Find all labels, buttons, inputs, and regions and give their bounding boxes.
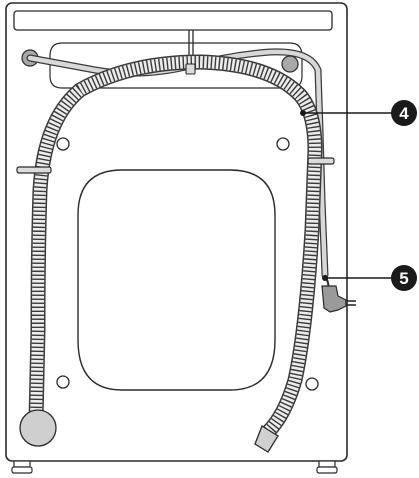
power-plug — [321, 285, 347, 313]
foot-right — [316, 460, 338, 474]
drain-hose-end — [254, 425, 279, 453]
mount-hole-upper-left — [56, 137, 70, 151]
upper-right-connector — [281, 55, 299, 73]
callout-5-label: 5 — [399, 269, 408, 288]
callout-5-badge — [391, 265, 417, 291]
hose-clip-top — [185, 63, 196, 75]
callout-5-anchor — [322, 275, 328, 281]
pump-cover — [19, 409, 57, 447]
mount-hole-lower-left — [56, 375, 70, 389]
mount-hole-lower-right — [305, 377, 319, 391]
callout-4-badge — [391, 100, 417, 126]
hose-clip-left — [16, 166, 52, 174]
hose-clip-right — [307, 157, 335, 165]
rear-access-panel — [77, 169, 276, 391]
top-panel-strip — [13, 10, 333, 31]
callout-5: 5 — [322, 265, 417, 291]
callout-4: 4 — [300, 100, 417, 126]
callout-4-label: 4 — [399, 104, 409, 123]
foot-left — [11, 460, 33, 474]
drain-hose — [28, 54, 323, 438]
callout-4-anchor — [300, 110, 306, 116]
mount-hole-upper-right — [276, 137, 290, 151]
